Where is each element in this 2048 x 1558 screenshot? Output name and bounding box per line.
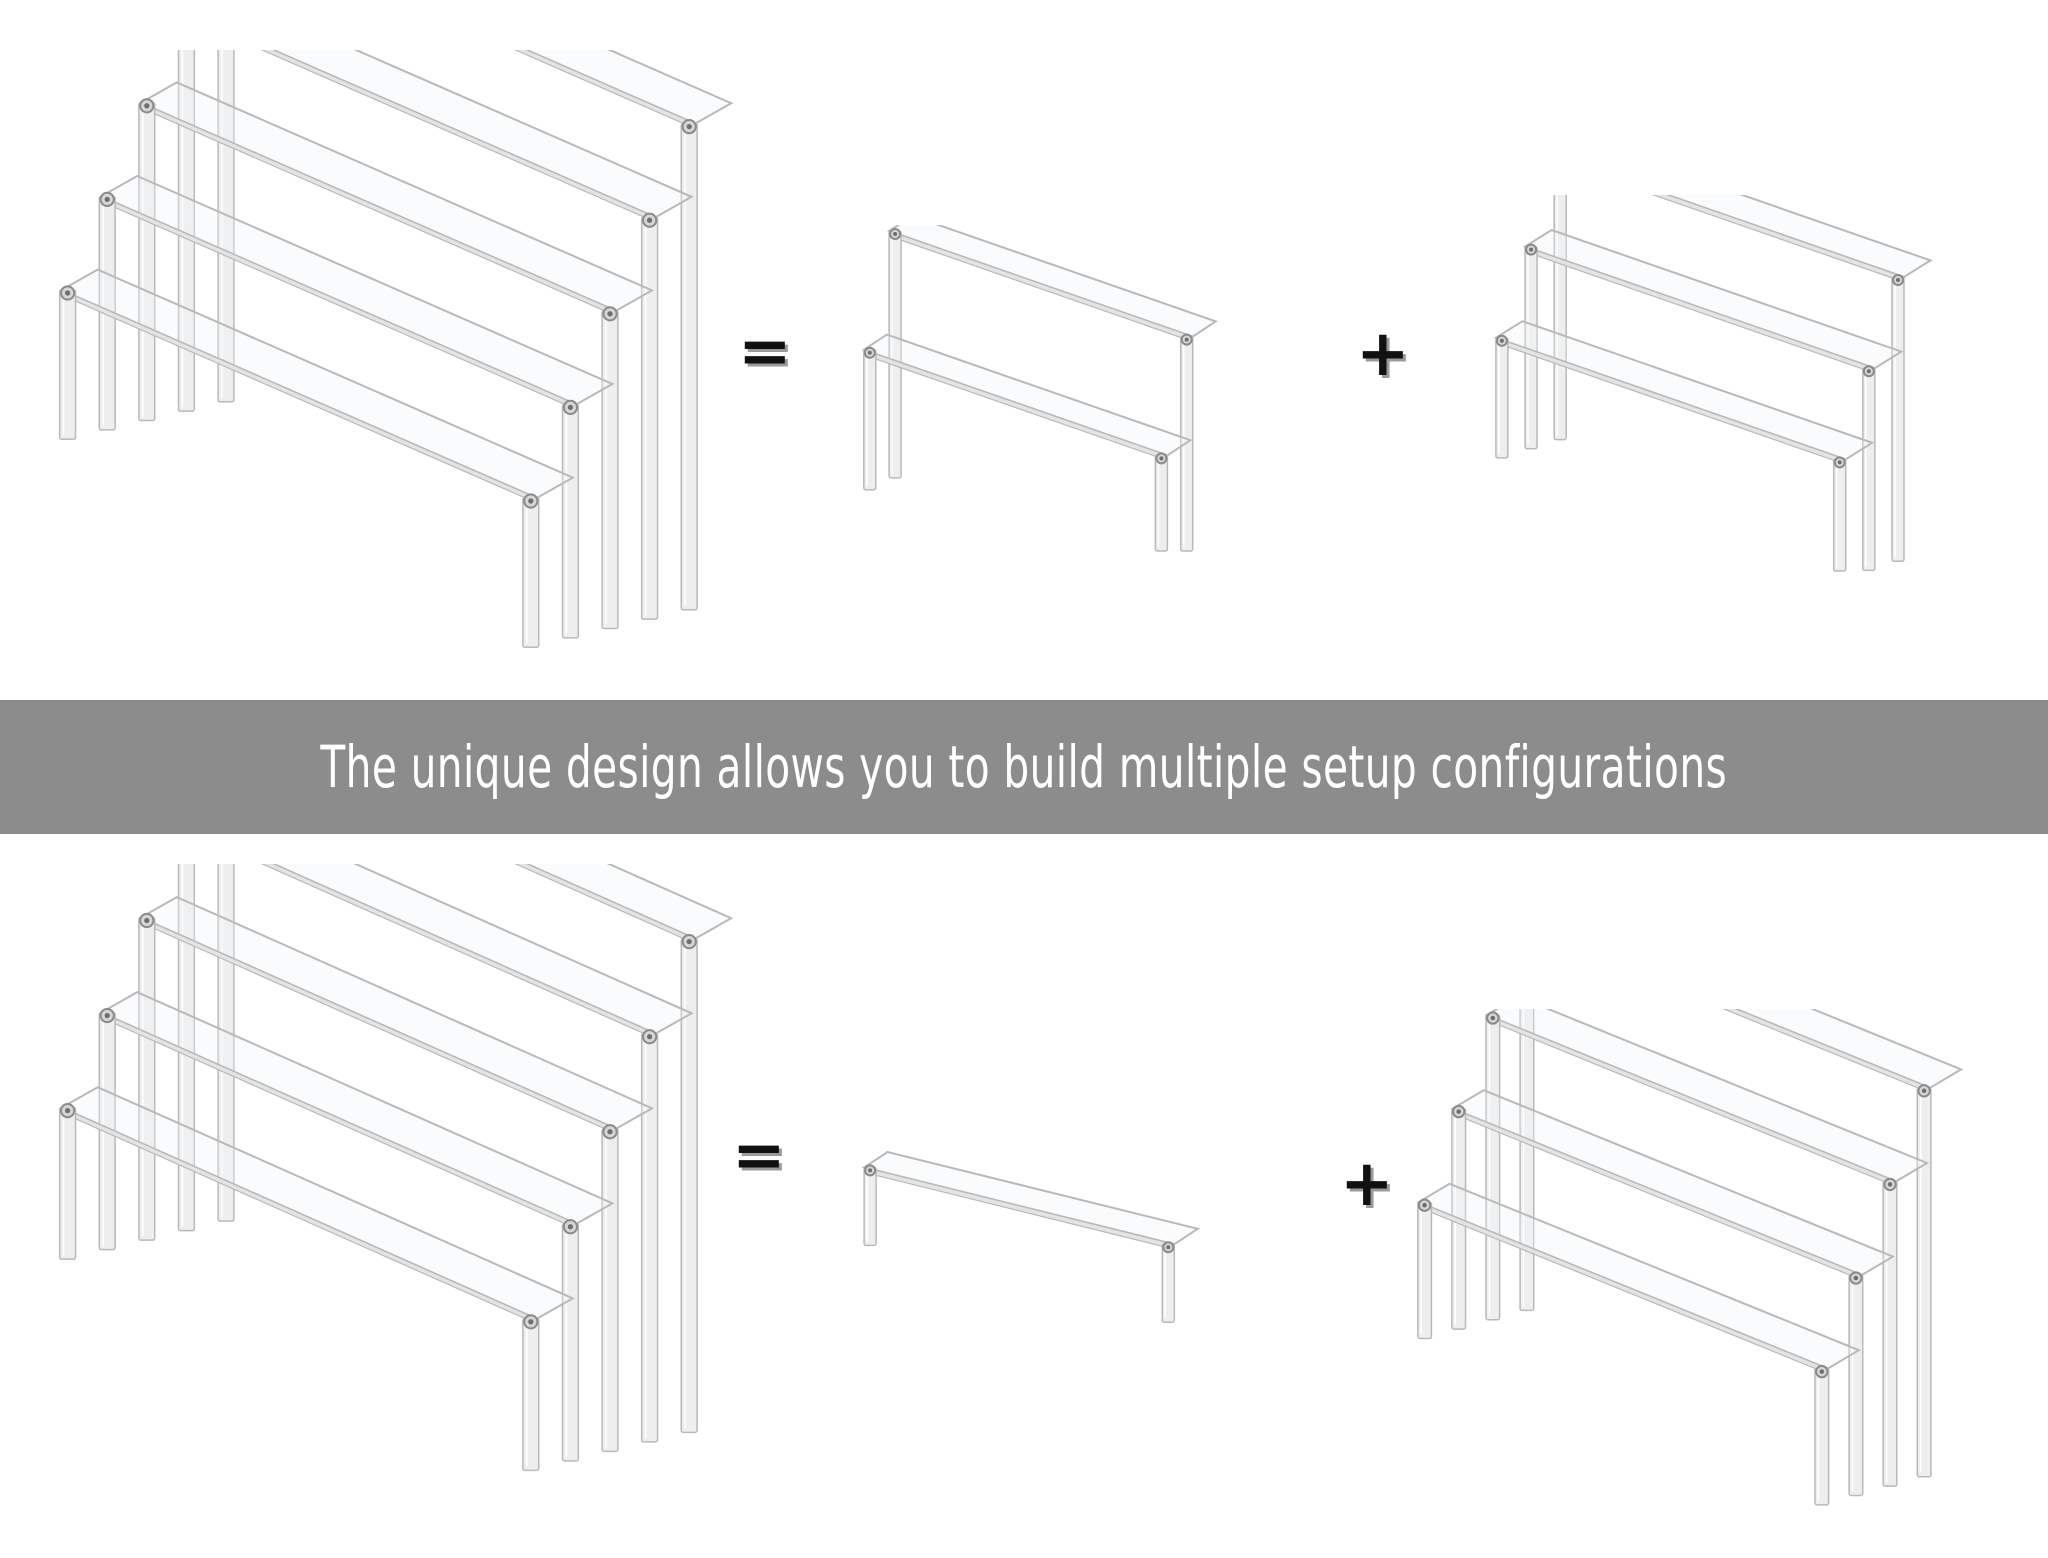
plus-sign-2: +: [1340, 1147, 1394, 1221]
riser-4-tier-drawing: [1416, 1009, 1964, 1506]
riser-5-tier-figure-2: [40, 864, 760, 1524]
row-2: = +: [0, 834, 2048, 1558]
plus-sign: +: [1356, 317, 1410, 391]
riser-4-tier-figure: [1400, 1009, 2020, 1529]
riser-5-tier-drawing: [58, 50, 734, 648]
row-1: = +: [0, 0, 2048, 700]
riser-1-tier-figure: [850, 1099, 1320, 1339]
riser-5-tier-figure: [40, 50, 760, 700]
riser-3-tier-drawing: [1493, 195, 1933, 572]
equals-sign: =: [738, 315, 792, 389]
riser-2-tier-figure: [850, 225, 1310, 555]
riser-3-tier-figure: [1480, 195, 2010, 575]
caption-text: The unique design allows you to build mu…: [320, 733, 1728, 801]
riser-1-tier-drawing: [861, 1150, 1201, 1323]
caption-banner: The unique design allows you to build mu…: [0, 700, 2048, 834]
riser-5-tier-drawing-2: [58, 864, 734, 1472]
equals-sign-2: =: [732, 1119, 786, 1193]
riser-2-tier-drawing: [861, 225, 1218, 552]
